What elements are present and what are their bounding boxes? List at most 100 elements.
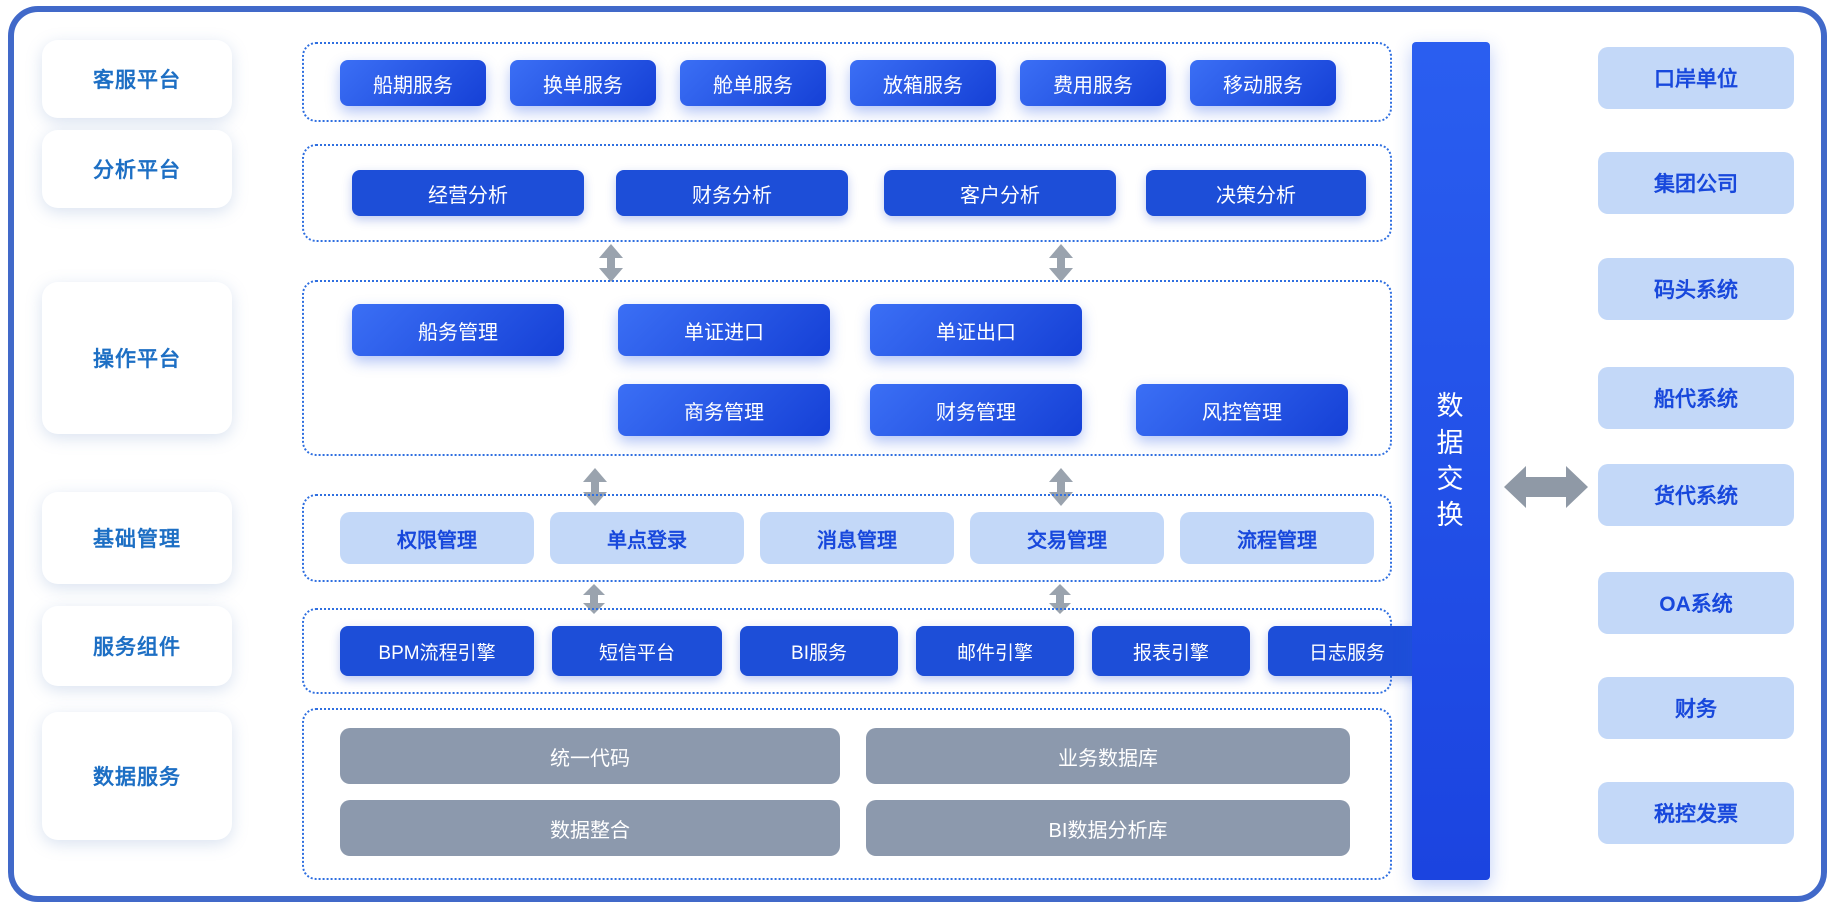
external-system-oa[interactable]: OA系统 (1598, 572, 1794, 634)
chip-label: 船代系统 (1654, 388, 1738, 411)
chip-decision-analysis[interactable]: 决策分析 (1146, 170, 1366, 216)
chip-label: 码头系统 (1654, 279, 1738, 302)
sidebar-item-label: 分析平台 (93, 159, 181, 182)
chip-customer-analysis[interactable]: 客户分析 (884, 170, 1116, 216)
chip-label: 统一代码 (550, 747, 630, 770)
chip-label: 财务管理 (936, 401, 1016, 424)
chip-fee-service[interactable]: 费用服务 (1020, 60, 1166, 106)
chip-label: 数据整合 (550, 819, 630, 842)
chip-manifest-service[interactable]: 舱单服务 (680, 60, 826, 106)
data-exchange-char: 数 (1436, 391, 1466, 422)
chip-label: 舱单服务 (713, 74, 793, 97)
chip-transaction-management[interactable]: 交易管理 (970, 512, 1164, 564)
chip-mail-engine[interactable]: 邮件引擎 (916, 626, 1074, 676)
chip-label: OA系统 (1659, 593, 1733, 616)
arrow-analysis-to-operation-right (1049, 244, 1073, 282)
sidebar-item-analysis[interactable]: 分析平台 (42, 130, 232, 208)
chip-report-engine[interactable]: 报表引擎 (1092, 626, 1250, 676)
chip-shipping-management[interactable]: 船务管理 (352, 304, 564, 356)
data-exchange-label: 数 据 交 换 (1437, 388, 1466, 534)
chip-container-release-service[interactable]: 放箱服务 (850, 60, 996, 106)
chip-business-analysis[interactable]: 经营分析 (352, 170, 584, 216)
chip-label: 放箱服务 (883, 74, 963, 97)
sidebar-item-label: 客服平台 (93, 69, 181, 92)
chip-label: 口岸单位 (1654, 68, 1738, 91)
chip-label: 短信平台 (598, 642, 675, 664)
chip-label: 风控管理 (1202, 401, 1282, 424)
arrow-operation-to-base-left (583, 468, 607, 506)
chip-single-sign-on[interactable]: 单点登录 (550, 512, 744, 564)
chip-data-integration[interactable]: 数据整合 (340, 800, 840, 856)
chip-bi-data-warehouse[interactable]: BI数据分析库 (866, 800, 1350, 856)
group-base-management (302, 494, 1392, 582)
external-system-terminal[interactable]: 码头系统 (1598, 258, 1794, 320)
chip-commerce-management[interactable]: 商务管理 (618, 384, 830, 436)
diagram-frame: 客服平台 分析平台 操作平台 基础管理 服务组件 数据服务 船期服务 换单服务 … (8, 6, 1827, 902)
chip-label: 日志服务 (1308, 642, 1385, 664)
sidebar-item-operation[interactable]: 操作平台 (42, 282, 232, 434)
group-analysis (302, 144, 1392, 242)
external-system-finance[interactable]: 财务 (1598, 677, 1794, 739)
chip-business-database[interactable]: 业务数据库 (866, 728, 1350, 784)
data-exchange-char: 换 (1436, 500, 1466, 531)
chip-unified-code[interactable]: 统一代码 (340, 728, 840, 784)
chip-label: BI数据分析库 (1048, 819, 1168, 842)
sidebar-item-service-components[interactable]: 服务组件 (42, 606, 232, 686)
chip-label: 货代系统 (1654, 485, 1738, 508)
arrow-analysis-to-operation-left (599, 244, 623, 282)
chip-exchange-order-service[interactable]: 换单服务 (510, 60, 656, 106)
chip-label: 单证进口 (684, 321, 764, 344)
external-system-tax-invoice[interactable]: 税控发票 (1598, 782, 1794, 844)
chip-financial-analysis[interactable]: 财务分析 (616, 170, 848, 216)
chip-label: 交易管理 (1027, 529, 1107, 552)
chip-message-management[interactable]: 消息管理 (760, 512, 954, 564)
chip-permission-management[interactable]: 权限管理 (340, 512, 534, 564)
arrow-operation-to-base-right (1049, 468, 1073, 506)
chip-bi-service[interactable]: BI服务 (740, 626, 898, 676)
chip-bpm-engine[interactable]: BPM流程引擎 (340, 626, 534, 676)
chip-finance-management[interactable]: 财务管理 (870, 384, 1082, 436)
chip-log-service[interactable]: 日志服务 (1268, 626, 1426, 676)
external-system-port-authority[interactable]: 口岸单位 (1598, 47, 1794, 109)
chip-document-export[interactable]: 单证出口 (870, 304, 1082, 356)
sidebar-item-customer-service[interactable]: 客服平台 (42, 40, 232, 118)
arrow-exchange-to-external (1504, 466, 1588, 508)
arrow-base-to-components-left (583, 584, 605, 614)
sidebar-item-data-services[interactable]: 数据服务 (42, 712, 232, 840)
chip-label: 费用服务 (1053, 74, 1133, 97)
chip-label: BI服务 (791, 642, 847, 664)
chip-ship-schedule-service[interactable]: 船期服务 (340, 60, 486, 106)
chip-label: 税控发票 (1654, 803, 1738, 826)
chip-label: 船务管理 (418, 321, 498, 344)
arrow-base-to-components-right (1049, 584, 1071, 614)
chip-label: 集团公司 (1654, 173, 1738, 196)
sidebar-item-label: 操作平台 (93, 348, 181, 371)
external-system-shipping-agency[interactable]: 船代系统 (1598, 367, 1794, 429)
chip-label: 消息管理 (817, 529, 897, 552)
chip-process-management[interactable]: 流程管理 (1180, 512, 1374, 564)
chip-mobile-service[interactable]: 移动服务 (1190, 60, 1336, 106)
chip-label: 单证出口 (936, 321, 1016, 344)
chip-label: 邮件引擎 (956, 642, 1033, 664)
chip-label: 报表引擎 (1132, 642, 1209, 664)
group-data-services (302, 708, 1392, 880)
group-customer-service (302, 42, 1392, 122)
chip-document-import[interactable]: 单证进口 (618, 304, 830, 356)
external-system-freight-forwarder[interactable]: 货代系统 (1598, 464, 1794, 526)
data-exchange-char: 交 (1436, 464, 1466, 494)
chip-label: 移动服务 (1223, 74, 1303, 97)
sidebar-item-label: 基础管理 (93, 528, 181, 551)
sidebar-item-label: 数据服务 (93, 766, 181, 789)
data-exchange-bar[interactable]: 数 据 交 换 (1412, 42, 1490, 880)
chip-label: 权限管理 (397, 529, 477, 552)
chip-label: BPM流程引擎 (378, 642, 496, 664)
chip-label: 换单服务 (543, 74, 623, 97)
chip-label: 业务数据库 (1058, 747, 1158, 770)
chip-label: 客户分析 (960, 184, 1040, 207)
data-exchange-char: 据 (1436, 427, 1466, 458)
chip-sms-platform[interactable]: 短信平台 (552, 626, 722, 676)
sidebar-item-base-management[interactable]: 基础管理 (42, 492, 232, 584)
chip-risk-management[interactable]: 风控管理 (1136, 384, 1348, 436)
external-system-group-company[interactable]: 集团公司 (1598, 152, 1794, 214)
chip-label: 决策分析 (1216, 184, 1296, 207)
